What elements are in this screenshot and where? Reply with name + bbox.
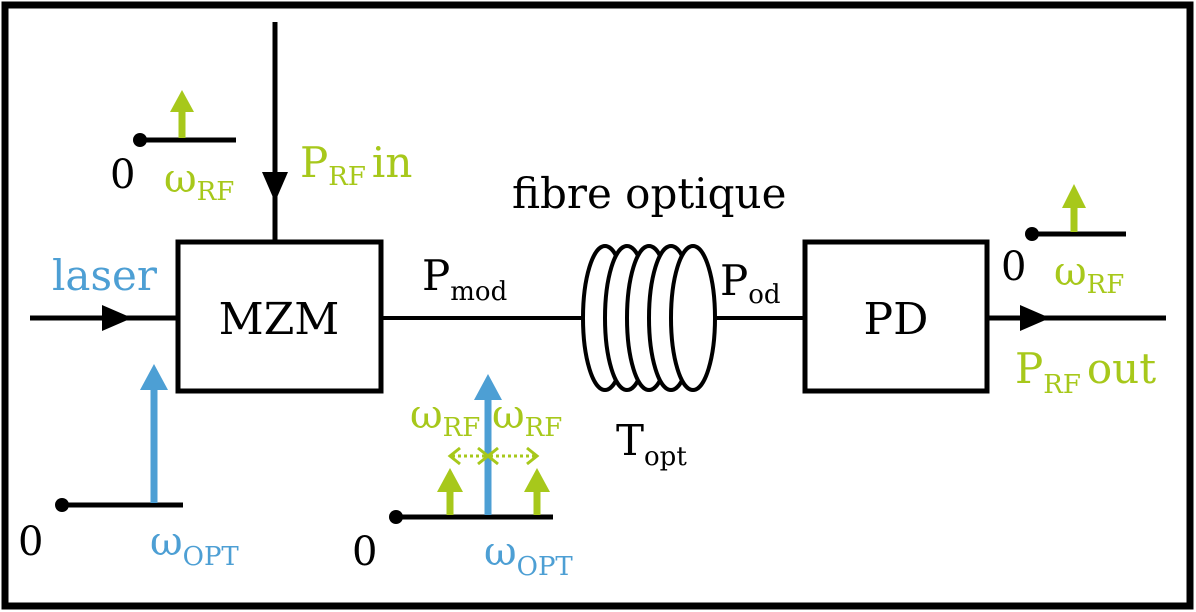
pod-sub: od (748, 280, 780, 310)
mzm-block (175, 239, 384, 394)
rf-input-zero: 0 (110, 152, 135, 198)
laser-spectrum-zero: 0 (18, 519, 43, 565)
modulated-spectrum-zero: 0 (352, 529, 377, 575)
prf-out-sub: RF (1043, 370, 1081, 400)
rf-input-omega: ωRF (164, 156, 234, 207)
rf-output-omega: ωRF (1054, 249, 1124, 300)
prf-in-sub: RF (328, 162, 366, 192)
lower-sideband-arrowhead-icon (437, 468, 463, 492)
optical-carrier-arrowhead-icon (140, 364, 168, 390)
rf-output-spectrum: 0 ωRF (1001, 184, 1126, 300)
modulated-omega-opt: ωOPT (484, 529, 573, 582)
pmod-sub: mod (450, 277, 507, 307)
rf-output-zero: 0 (1001, 244, 1026, 290)
sideband-spacing-arrows-icon (447, 446, 540, 466)
pd-block (802, 239, 990, 394)
laser-spectrum-omega: ωOPT (150, 519, 239, 572)
rf-output-omega-main: ω (1054, 249, 1087, 295)
rf-input-arrow-icon (262, 172, 288, 202)
laser-label: laser (52, 251, 158, 300)
pod-main: P (720, 256, 748, 305)
mod-omega-opt-main: ω (484, 529, 517, 575)
mzm-label: MZM (219, 294, 340, 345)
prf-out-suffix: out (1087, 344, 1156, 393)
mod-omega-opt-sub: OPT (517, 552, 574, 582)
prf-out-main: P (1015, 344, 1043, 393)
prf-in-main: P (300, 138, 328, 187)
optical-carrier-arrowhead-icon (474, 374, 502, 400)
rf-tone-arrowhead-icon (170, 90, 194, 112)
pd-label: PD (864, 294, 929, 345)
mod-omega-right-main: ω (492, 392, 525, 438)
pod-label: Pod (720, 256, 781, 310)
laser-spectrum: 0 ωOPT (18, 364, 239, 572)
rf-output-omega-sub: RF (1087, 270, 1125, 300)
rf-input-omega-main: ω (164, 156, 197, 202)
laser-omega-main: ω (150, 519, 183, 565)
mod-omega-right-sub: RF (525, 413, 563, 443)
prf-in-suffix: in (372, 138, 412, 187)
spectrum-origin-dot (133, 133, 147, 147)
laser-input-arrow-icon (102, 305, 132, 331)
pd-output-arrow-icon (1020, 305, 1050, 331)
spectrum-origin-dot (389, 510, 403, 524)
fibre-label: fibre optique (512, 169, 786, 218)
mod-omega-left-main: ω (410, 392, 443, 438)
fiber-coil-icon (581, 244, 717, 392)
laser-omega-sub: OPT (183, 542, 240, 572)
topt-label: Topt (616, 416, 687, 472)
spectrum-origin-dot (55, 498, 69, 512)
modulated-omega-rf-right: ωRF (492, 392, 562, 443)
rf-input-omega-sub: RF (197, 177, 235, 207)
spectrum-origin-dot (1025, 227, 1039, 241)
pmod-label: Pmod (422, 251, 507, 307)
mod-omega-left-sub: RF (443, 413, 481, 443)
rf-input-spectrum: 0 ωRF (110, 90, 236, 207)
pmod-main: P (422, 251, 450, 300)
modulated-omega-rf-left: ωRF (410, 392, 480, 443)
upper-sideband-arrowhead-icon (524, 468, 550, 492)
rf-tone-arrowhead-icon (1062, 184, 1086, 208)
topt-main: T (616, 416, 644, 465)
modulated-spectrum: ωRF ωRF 0 ωOPT (352, 374, 573, 582)
topt-sub: opt (644, 442, 687, 472)
